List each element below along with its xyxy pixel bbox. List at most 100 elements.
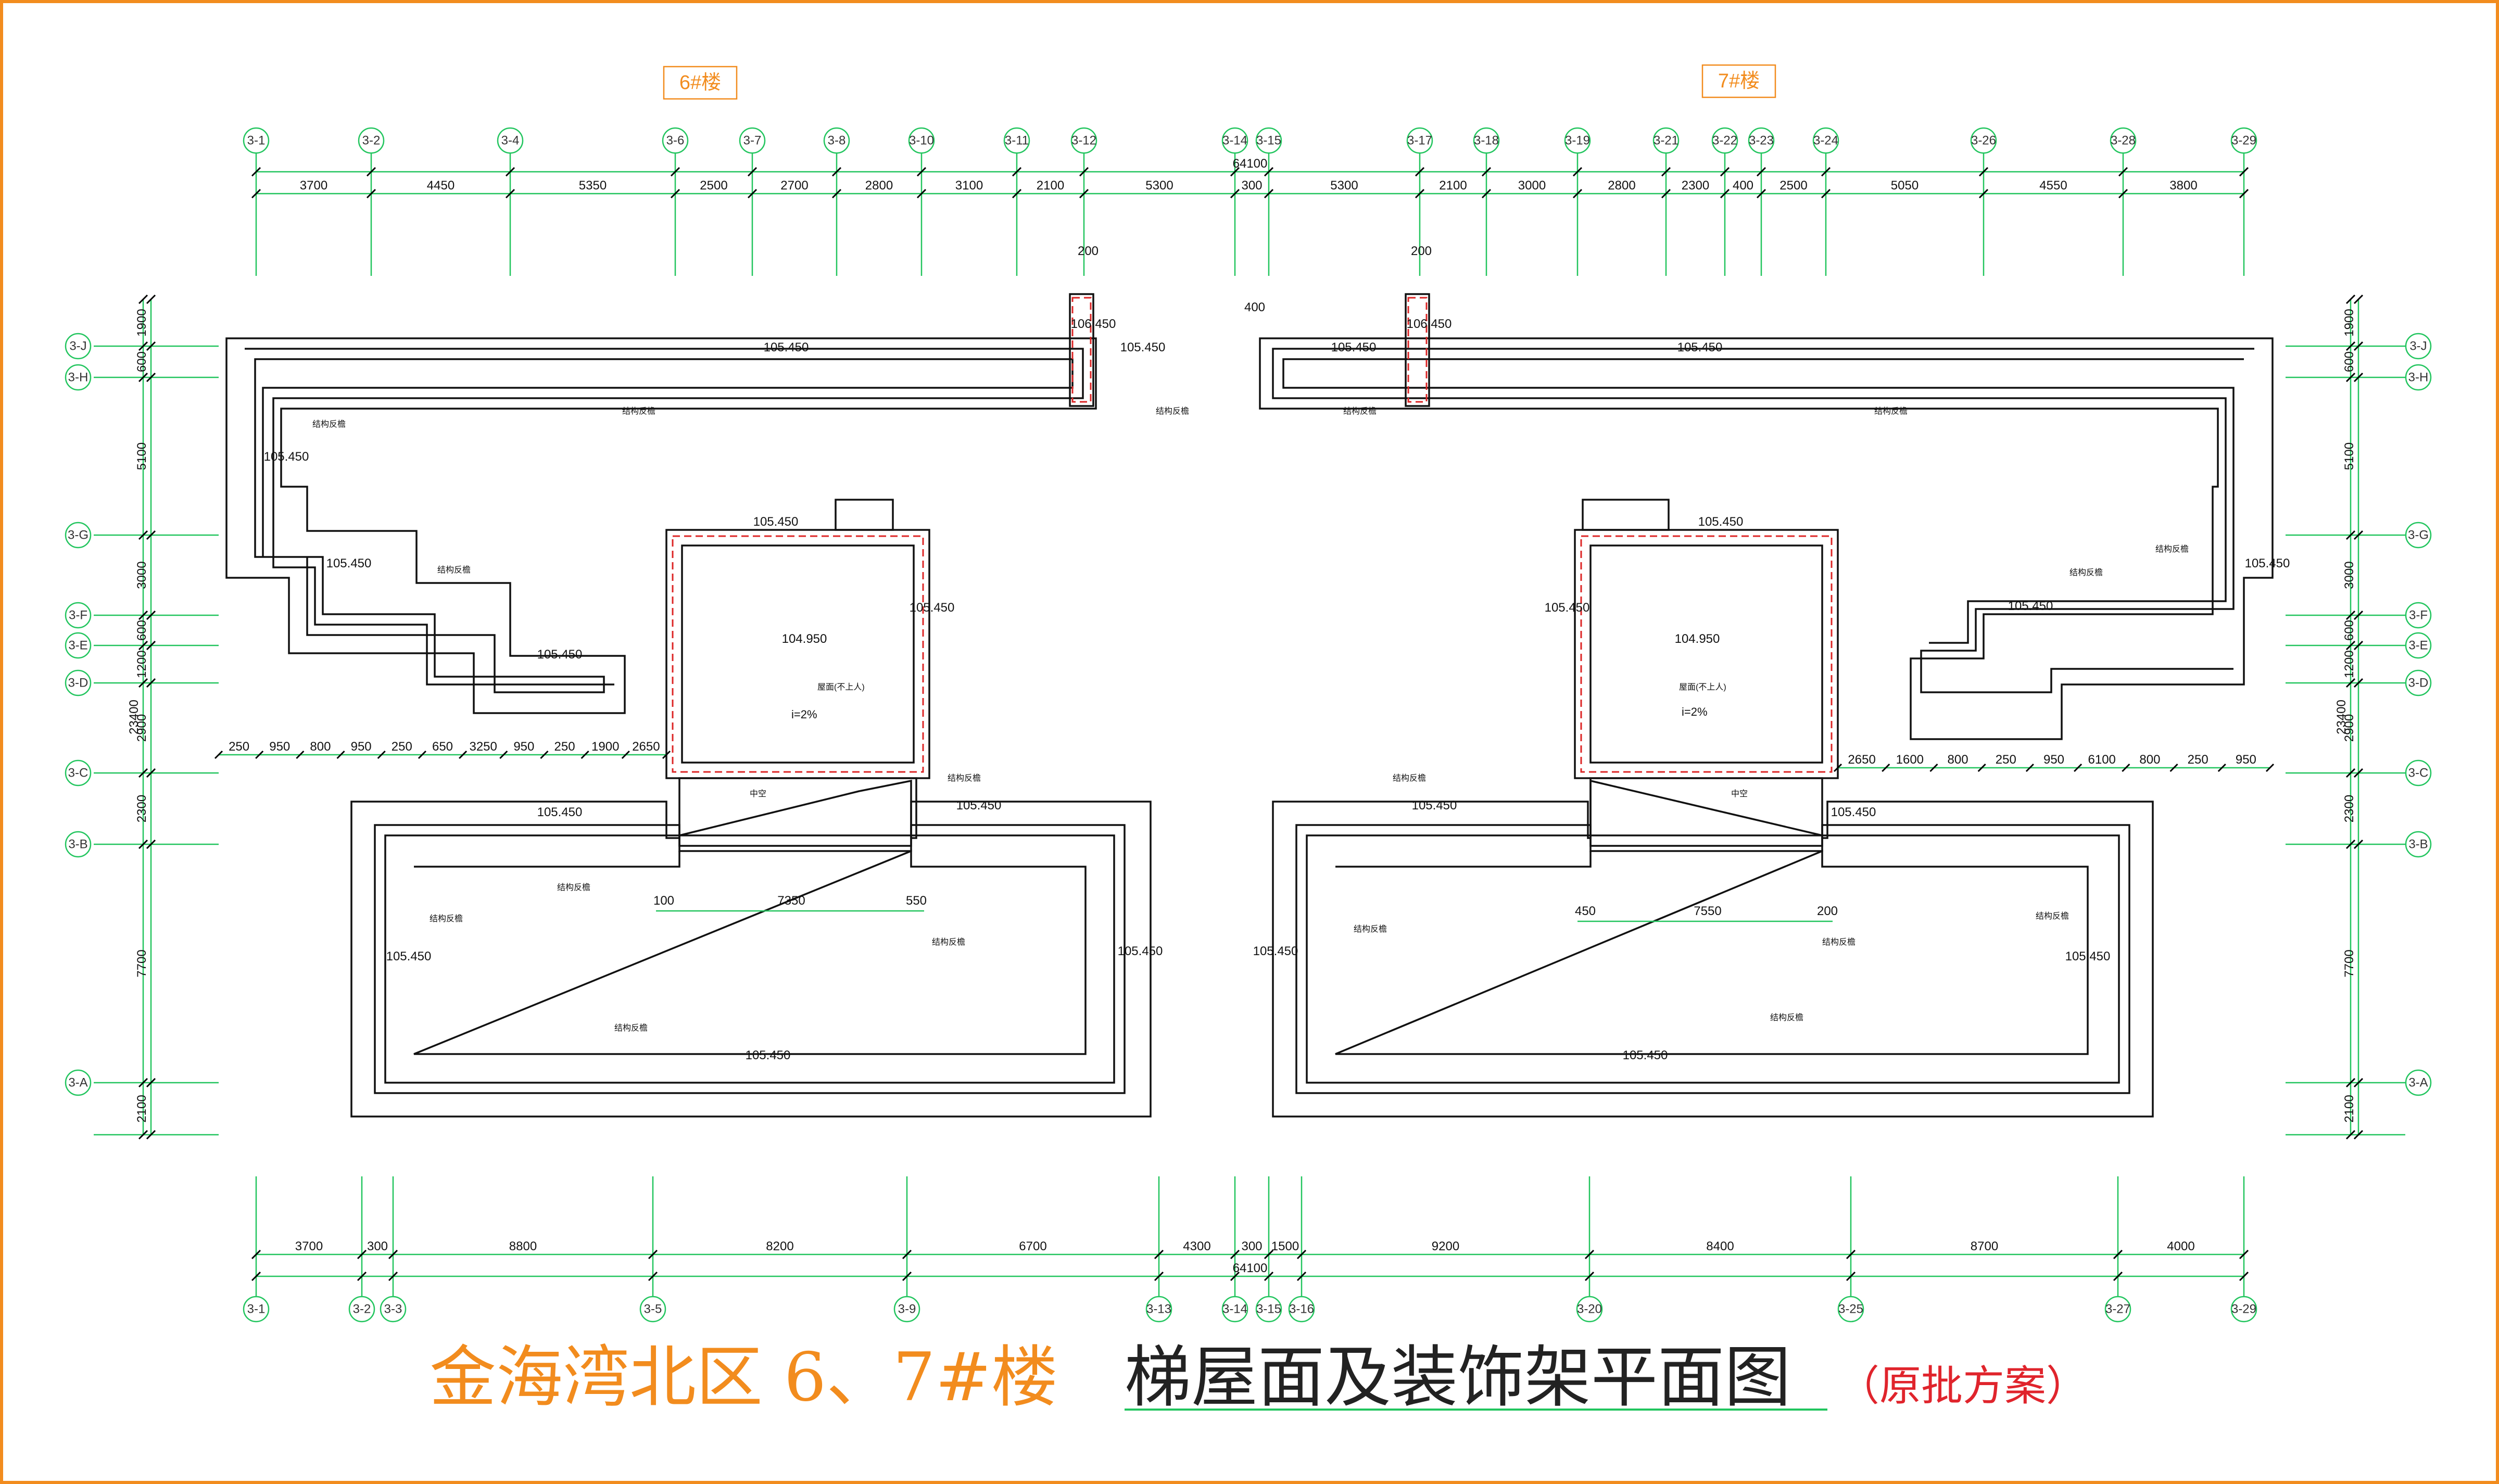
b6-span-dim: 7350 bbox=[777, 894, 805, 908]
top-dim-seg: 400 bbox=[1733, 179, 1753, 193]
top-dim-seg: 5350 bbox=[579, 179, 607, 193]
b7-court-outer bbox=[1272, 777, 2154, 1118]
b7-strip-seg: 2650 bbox=[1848, 753, 1875, 767]
b7-struct-note-5: 结构反檐 bbox=[1393, 773, 1426, 783]
svg-text:3-J: 3-J bbox=[69, 339, 86, 353]
top-dim-seg: 2100 bbox=[1439, 179, 1467, 193]
bottom-axis-3-20: 3-20 bbox=[1576, 1296, 1603, 1323]
left-dim-seg: 7700 bbox=[135, 949, 149, 977]
svg-text:3-F: 3-F bbox=[69, 608, 87, 623]
left-dim-seg: 1200 bbox=[135, 650, 149, 678]
b7-strip-seg: 1600 bbox=[1896, 753, 1924, 767]
left-axis-3-C: 3-C bbox=[65, 759, 92, 787]
b6-strip-seg: 3250 bbox=[469, 740, 497, 754]
top-axis-3-10: 3-10 bbox=[908, 127, 935, 154]
svg-text:3-13: 3-13 bbox=[1146, 1302, 1171, 1316]
left-axis-3-J: 3-J bbox=[65, 333, 92, 360]
right-dim-seg: 2100 bbox=[2342, 1095, 2356, 1122]
top-axis-3-24: 3-24 bbox=[1812, 127, 1839, 154]
right-axis-3-C: 3-C bbox=[2405, 759, 2432, 787]
elev-b6-court-south: 105.450 bbox=[746, 1048, 791, 1062]
b7-slope-note: i=2% bbox=[1682, 705, 1708, 718]
elev-b7-east: 105.450 bbox=[2245, 556, 2290, 570]
b6-strip-seg: 950 bbox=[351, 740, 372, 754]
b7-roof-hatch bbox=[1582, 499, 1670, 531]
bottom-dim-seg: 3700 bbox=[295, 1239, 323, 1253]
b7-strip-seg: 800 bbox=[2139, 753, 2160, 767]
bottom-dim-seg: 4000 bbox=[2167, 1239, 2194, 1253]
bottom-axis-3-27: 3-27 bbox=[2104, 1296, 2131, 1323]
bottom-dim-seg: 300 bbox=[367, 1239, 388, 1253]
b6-parapet-column-inner bbox=[1071, 297, 1092, 403]
elev-b6-step: 105.450 bbox=[326, 556, 372, 570]
top-dim-seg: 2500 bbox=[700, 179, 727, 193]
right-dim-seg: 2900 bbox=[2342, 714, 2356, 742]
b7-court-inner2 bbox=[1335, 849, 2089, 1055]
svg-text:3-22: 3-22 bbox=[1712, 134, 1737, 148]
svg-text:3-21: 3-21 bbox=[1654, 134, 1678, 148]
bottom-axis-3-2: 3-2 bbox=[348, 1296, 375, 1323]
b6-strip-seg: 800 bbox=[310, 740, 331, 754]
svg-text:3-B: 3-B bbox=[2408, 838, 2428, 852]
right-axis-3-A: 3-A bbox=[2405, 1069, 2432, 1096]
b7-roof-note: 屋面(不上人) bbox=[1679, 682, 1726, 692]
building-7-plan bbox=[1259, 293, 2274, 1118]
b6-strip-seg: 1900 bbox=[591, 740, 619, 754]
elev-b6-stair-top: 105.450 bbox=[753, 515, 799, 529]
top-dim-seg: 3100 bbox=[955, 179, 983, 193]
building-tag-6: 6#楼 bbox=[663, 66, 738, 100]
right-dim-seg: 5100 bbox=[2342, 442, 2356, 470]
b7-struct-note-3: 结构反檐 bbox=[2155, 544, 2189, 554]
svg-text:3-12: 3-12 bbox=[1071, 134, 1096, 148]
svg-text:3-H: 3-H bbox=[68, 371, 89, 385]
top-axis-3-1: 3-1 bbox=[243, 127, 270, 154]
left-dim-seg: 2300 bbox=[135, 795, 149, 822]
b6-struct-note-7: 结构反檐 bbox=[932, 937, 965, 947]
b6-struct-note-1: 结构反檐 bbox=[312, 420, 346, 429]
svg-text:3-16: 3-16 bbox=[1289, 1302, 1314, 1316]
top-axis-3-26: 3-26 bbox=[1970, 127, 1997, 154]
elev-b6-north: 105.450 bbox=[764, 340, 809, 354]
bottom-axis-3-1: 3-1 bbox=[243, 1296, 270, 1323]
bottom-dim-seg: 8800 bbox=[509, 1239, 537, 1253]
top-axis-3-19: 3-19 bbox=[1564, 127, 1591, 154]
svg-text:3-19: 3-19 bbox=[1565, 134, 1590, 148]
b6-void-note: 中空 bbox=[750, 789, 766, 798]
svg-text:3-6: 3-6 bbox=[666, 134, 685, 148]
left-axis-3-A: 3-A bbox=[65, 1069, 92, 1096]
left-axis-3-H: 3-H bbox=[65, 364, 92, 391]
elev-b6-north-east: 105.450 bbox=[1120, 340, 1166, 354]
svg-text:3-7: 3-7 bbox=[743, 134, 762, 148]
b7-court-mid bbox=[1295, 824, 2130, 1094]
right-dim-seg: 600 bbox=[2342, 351, 2356, 372]
svg-text:3-H: 3-H bbox=[2408, 371, 2429, 385]
b6-struct-note-3: 结构反檐 bbox=[1156, 407, 1189, 416]
left-dim-seg: 1900 bbox=[135, 309, 149, 336]
right-axis-3-D: 3-D bbox=[2405, 669, 2432, 696]
b6-strip-seg: 950 bbox=[269, 740, 290, 754]
b6-strip-seg: 2650 bbox=[632, 740, 660, 754]
b7-stair-w: 200 bbox=[1411, 244, 1432, 258]
b7-strip-seg: 6100 bbox=[2088, 753, 2116, 767]
svg-text:3-4: 3-4 bbox=[501, 134, 520, 148]
building-label-7: 7#楼 bbox=[1718, 70, 1760, 92]
svg-text:3-15: 3-15 bbox=[1256, 134, 1281, 148]
svg-text:3-E: 3-E bbox=[68, 639, 87, 653]
top-axis-3-12: 3-12 bbox=[1070, 127, 1097, 154]
b6-frame-inner2 bbox=[245, 348, 1084, 686]
svg-text:3-29: 3-29 bbox=[2231, 134, 2256, 148]
left-dim-total: 23400 bbox=[127, 700, 141, 734]
title-drawing-name: 梯屋面及装饰架平面图 bbox=[1125, 1339, 1791, 1411]
right-axis-3-F: 3-F bbox=[2405, 602, 2432, 629]
b6-span-a: 100 bbox=[653, 894, 674, 908]
left-axis-bubbles: 3-J3-H3-G3-F3-E3-D3-C3-B3-A bbox=[65, 333, 92, 1096]
svg-text:3-2: 3-2 bbox=[362, 134, 381, 148]
right-axis-3-J: 3-J bbox=[2405, 333, 2432, 360]
top-axis-3-14: 3-14 bbox=[1221, 127, 1248, 154]
